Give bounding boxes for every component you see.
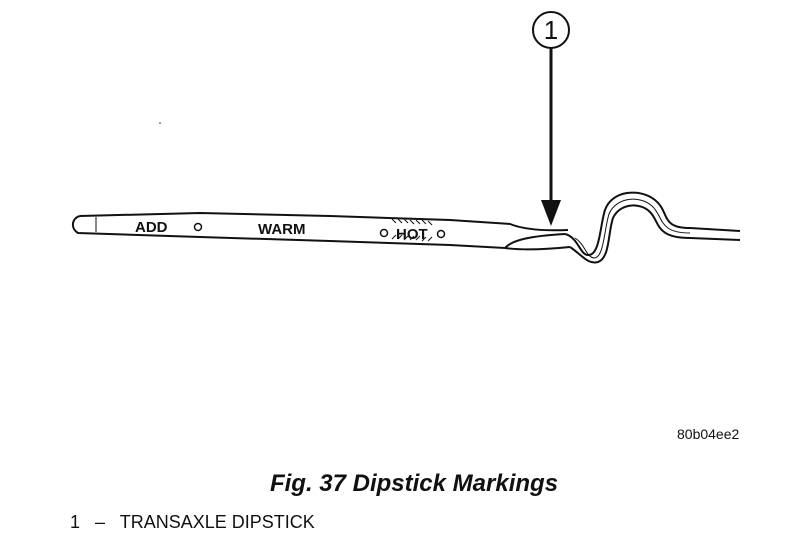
legend: 1 – TRANSAXLE DIPSTICK <box>70 512 315 533</box>
dipstick-blade-under <box>504 246 571 251</box>
add-hole <box>193 222 203 232</box>
dipstick-handle-highlight <box>574 198 691 259</box>
hot-left-hole <box>379 228 389 238</box>
speck <box>159 122 161 124</box>
dipstick-blade-bottom <box>79 211 569 232</box>
dipstick-blade <box>72 215 566 250</box>
legend-separator: – <box>95 512 106 532</box>
figure-caption: Fig. 37 Dipstick Markings <box>269 470 559 497</box>
callout-number: 1 <box>544 15 558 45</box>
callout-arrowhead <box>541 200 561 226</box>
image-code: 80b04ee2 <box>677 426 740 442</box>
hot-zone-hatching <box>391 218 433 242</box>
hot-right-hole <box>436 229 446 239</box>
warm-marking: WARM <box>258 221 306 238</box>
dipstick-handle-outer <box>564 191 741 256</box>
legend-number: 1 <box>70 512 81 532</box>
add-marking: ADD <box>135 219 168 236</box>
dipstick-handle-inner <box>569 204 741 264</box>
hot-marking: HOT <box>396 226 428 243</box>
legend-label: TRANSAXLE DIPSTICK <box>119 512 315 532</box>
